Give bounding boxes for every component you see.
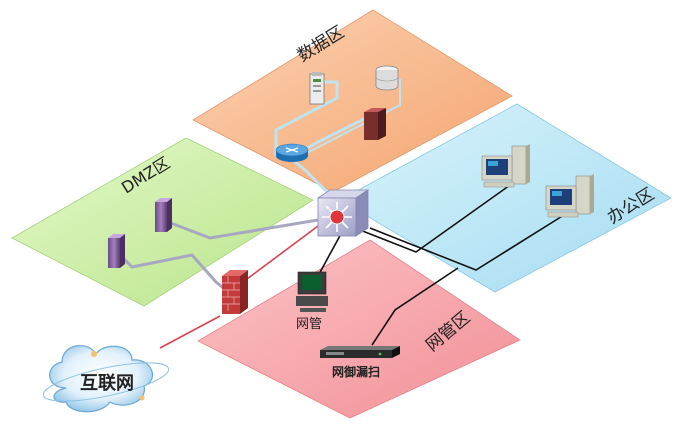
core-switch-icon: [316, 189, 370, 237]
dmz-server-icon: [155, 198, 172, 232]
scanner-label: 网御漏扫: [332, 364, 380, 379]
firewall-icon: [222, 270, 248, 314]
internet-cloud-icon: [42, 345, 170, 413]
zone-office: [339, 103, 672, 293]
mgmt-pc-label: 网管: [296, 317, 322, 332]
links: [118, 79, 565, 349]
mgmt-pc-icon: [296, 271, 328, 312]
scanner-appliance-icon: [320, 346, 400, 358]
dmz-server-icon: [108, 234, 125, 268]
internet-label: 互联网: [80, 373, 134, 394]
office-pc-icon: [481, 144, 530, 188]
database-icon: [375, 65, 399, 91]
router-icon: [275, 143, 309, 162]
zone-data: [192, 9, 513, 193]
storage-server-icon: [364, 108, 386, 140]
office-pc-icon: [545, 174, 594, 218]
data-server-icon: [309, 72, 325, 105]
